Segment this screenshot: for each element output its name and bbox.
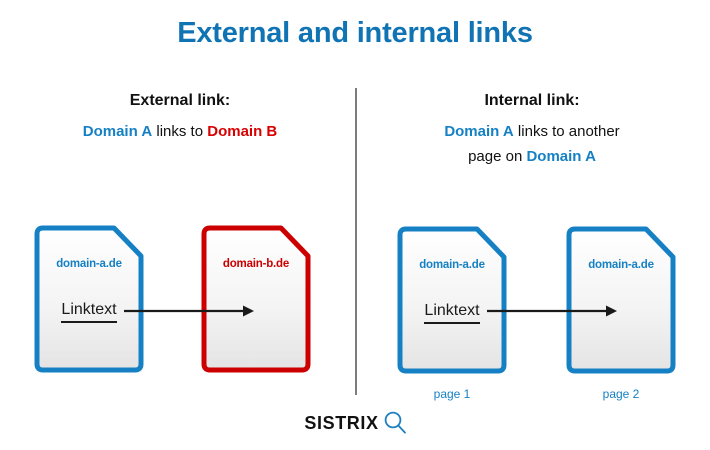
magnifying-glass-icon [379,410,408,436]
internal-connector-label-1: links to another [513,123,620,140]
internal-domain-a-label-2: Domain A [526,148,596,165]
document-domain-label: domain-b.de [222,258,290,270]
external-link-heading: External link: [129,92,231,109]
internal-link-heading-block: Internal link: Domain A links to another… [372,88,692,169]
document-domain-label: domain-a.de [588,259,654,271]
document-domain-label: domain-a.de [419,259,485,271]
internal-domain-a-label: Domain A [444,123,514,140]
sistrix-wordmark: SISTRIX [304,412,379,433]
internal-link-arrow [487,303,619,319]
external-domain-a-label: Domain A [82,123,153,140]
document-domain-label: domain-a.de [56,258,122,270]
page-title: External and internal links [177,17,533,49]
document-linktext: Linktext [407,302,497,324]
internal-link-subheading-line1: Domain A links to another [372,119,692,144]
internal-link-subheading-line2: page on Domain A [372,144,692,169]
document-card-domain-a-page-2: domain-a.de [566,226,676,374]
document-linktext: Linktext [44,301,134,323]
page-2-label: page 2 [602,387,640,401]
external-link-arrow [124,303,256,319]
external-link-subheading: Domain A links to Domain B [20,119,340,144]
internal-connector-label-2: page on [468,148,527,165]
internal-link-heading: Internal link: [484,92,580,109]
external-link-heading-block: External link: Domain A links to Domain … [20,88,340,144]
external-domain-b-label: Domain B [207,123,278,140]
document-card-domain-a-external: domain-a.de Linktext [34,225,144,373]
linktext-underlined[interactable]: Linktext [424,302,480,324]
page-1-label: page 1 [433,387,471,401]
document-card-domain-a-page-1: domain-a.de Linktext [397,226,507,374]
sistrix-logo: SISTRIX [286,406,426,440]
section-divider [355,88,357,395]
external-connector-label: links to [152,123,208,140]
linktext-underlined[interactable]: Linktext [61,301,117,323]
document-card-domain-b-external: domain-b.de [201,225,311,373]
